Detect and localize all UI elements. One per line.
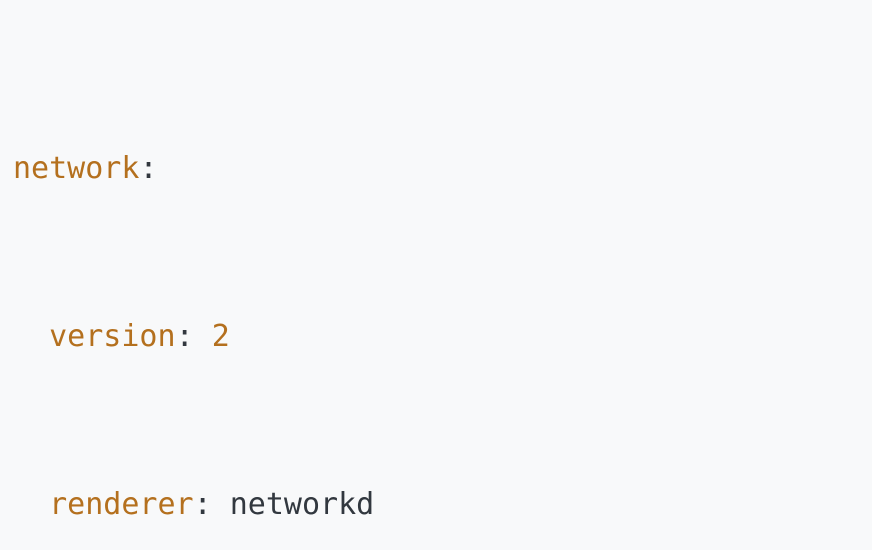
code-line: renderer: networkd	[13, 484, 852, 526]
yaml-key: renderer	[13, 487, 194, 522]
yaml-colon: :	[175, 319, 212, 354]
code-line: network:	[13, 148, 852, 190]
yaml-key: network	[13, 151, 140, 186]
yaml-colon: :	[139, 151, 158, 186]
code-line: version: 2	[13, 316, 852, 358]
yaml-number-value: 2	[211, 319, 230, 354]
yaml-colon: :	[193, 487, 230, 522]
yaml-key: version	[13, 319, 176, 354]
yaml-string-value: networkd	[229, 487, 375, 522]
